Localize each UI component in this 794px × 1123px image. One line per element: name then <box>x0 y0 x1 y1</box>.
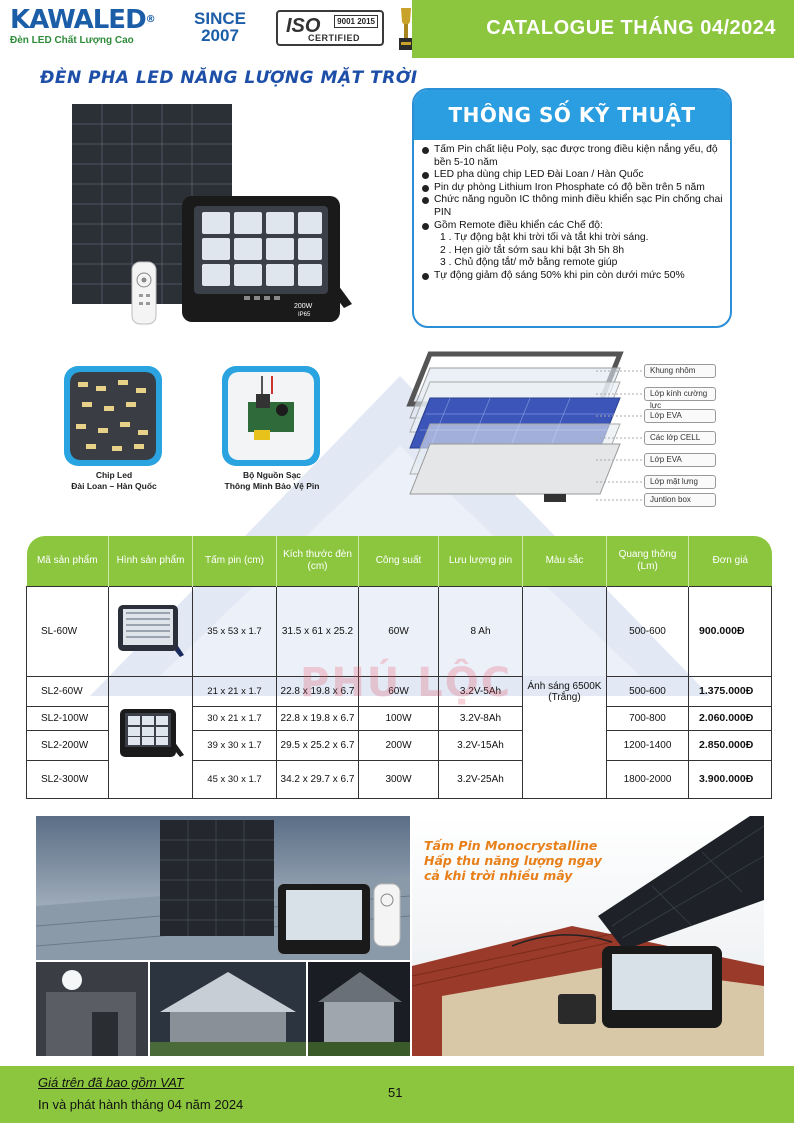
brand-name: KAWALED <box>10 5 147 35</box>
spec-item: Tự động giảm độ sáng 50% khi pin còn dướ… <box>422 270 724 283</box>
page-footer: Giá trên đã bao gồm VAT In và phát hành … <box>0 1066 794 1123</box>
page-header: KAWALED® Đèn LED Chất Lượng Cao SINCE 20… <box>0 0 794 58</box>
price-table: Mã sản phẩm Hình sản phẩm Tấm pin (cm) K… <box>26 536 772 799</box>
photo-house-night-2 <box>150 962 306 1056</box>
layer-label: Lớp EVA <box>644 453 716 467</box>
column-header: Công suất <box>358 536 439 586</box>
column-header: Lưu lượng pin <box>438 536 523 586</box>
iso-label: ISO <box>286 15 321 37</box>
watermark-text: PHÚ LỘC <box>300 660 513 706</box>
feature-smart-charger-caption: Bộ Nguồn Sạc Thông Minh Bảo Vệ Pin <box>224 470 320 491</box>
layer-leader-lines <box>596 370 644 501</box>
layer-label: Lớp mặt lưng <box>644 475 716 489</box>
promo-line: Tấm Pin Monocrystalline <box>424 838 598 853</box>
specs-panel: THÔNG SỐ KỸ THUẬT Tấm Pin chất liệu Poly… <box>412 88 732 328</box>
since-label: SINCE <box>194 9 246 28</box>
brand-tagline: Đèn LED Chất Lượng Cao <box>10 35 134 46</box>
column-header: Quang thông (Lm) <box>606 536 689 586</box>
specs-title: THÔNG SỐ KỸ THUẬT <box>414 90 730 140</box>
since-badge: SINCE 2007 <box>188 10 252 44</box>
spec-item: LED pha dùng chip LED Đài Loan / Hàn Quố… <box>422 169 724 182</box>
brand-registered-mark: ® <box>145 14 156 25</box>
column-header: Màu sắc <box>522 536 607 586</box>
photo-house-night-1 <box>36 962 148 1056</box>
since-year: 2007 <box>201 26 239 45</box>
price-value: 2.850.000Đ <box>688 729 772 761</box>
column-header: Hình sản phẩm <box>108 536 193 586</box>
photo-product-on-roof <box>36 816 410 960</box>
promo-line: cả khi trời nhiều mây <box>424 868 573 883</box>
bullet-icon <box>422 184 429 192</box>
spec-item: Chức năng nguồn IC thông minh điều khiển… <box>422 194 724 219</box>
table-row: SL-60W 35 x 53 x 1.7 31.5 x 61 x 25.2 60… <box>26 585 772 799</box>
remote-control-image <box>131 261 157 325</box>
promo-text: Tấm Pin Monocrystalline Hấp thu năng lượ… <box>424 838 602 883</box>
photo-house-night-3 <box>308 962 410 1056</box>
spec-sub-item: 2 . Hẹn giờ tắt sớm sau khi bật 3h 5h 8h <box>440 244 625 256</box>
column-header: Tấm pin (cm) <box>192 536 277 586</box>
promo-line: Hấp thu năng lượng ngay <box>424 853 602 868</box>
layer-label: Juntion box <box>644 493 716 507</box>
layer-label: Lớp kính cường lực <box>644 387 716 410</box>
iso-standard: 9001 2015 <box>334 15 378 28</box>
table-row: SL2-300W 45 x 30 x 1.7 34.2 x 29.7 x 6.7… <box>26 759 772 799</box>
brand-logo: KAWALED® Đèn LED Chất Lượng Cao <box>10 6 170 46</box>
issue-note: In và phát hành tháng 04 năm 2024 <box>38 1097 244 1112</box>
product-image: 200W IP65 <box>72 104 352 325</box>
bullet-icon <box>422 172 429 180</box>
table-row: SL2-100W 30 x 21 x 1.7 22.8 x 19.8 x 6.7… <box>26 705 772 731</box>
spec-item: Gồm Remote điều khiển các Chế độ: <box>422 220 724 233</box>
feature-chip-led-caption: Chip Led Đài Loan – Hàn Quốc <box>71 470 157 491</box>
layer-label: Khung nhôm <box>644 364 716 378</box>
vat-note: Giá trên đã bao gồm VAT <box>38 1075 184 1090</box>
column-header: Kích thước đèn (cm) <box>276 536 359 586</box>
bullet-icon <box>422 147 429 154</box>
flood-light-image: 200W IP65 <box>182 196 352 322</box>
feature-chip-led <box>64 366 162 466</box>
table-row: SL2-60W 21 x 21 x 1.7 22.8 x 19.8 x 6.7 … <box>26 675 772 799</box>
price-value: 900.000Đ <box>688 585 772 677</box>
column-header: Mã sản phẩm <box>26 536 109 586</box>
price-value: 1.375.000Đ <box>688 675 772 707</box>
column-header: Đơn giá <box>688 536 772 586</box>
catalogue-title: CATALOGUE THÁNG 04/2024 <box>486 17 776 39</box>
trophy-icon <box>399 8 413 50</box>
spec-item: Pin dự phòng Lithium Iron Phosphate có đ… <box>422 182 724 195</box>
product-sl2-thumbnail <box>119 708 184 757</box>
solar-panel-layers-diagram: Khung nhôm Lớp kính cường lực Lớp EVA Cá… <box>400 344 790 524</box>
product-thumbnail-cell <box>108 585 193 677</box>
layer-label: Các lớp CELL <box>644 431 716 445</box>
product-sl-thumbnail <box>117 604 184 657</box>
flood-light-power-label: 200W <box>294 303 313 310</box>
bullet-icon <box>422 222 429 230</box>
feature-smart-charger <box>222 366 320 466</box>
spec-sub-item: 1 . Tự động bật khi trời tối và tắt khi … <box>440 232 649 244</box>
product-thumbnail-cell <box>108 675 193 799</box>
spec-item: Tấm Pin chất liệu Poly, sạc được trong đ… <box>422 144 724 169</box>
bullet-icon <box>422 197 429 205</box>
page-number: 51 <box>388 1085 403 1100</box>
iso-certified-label: CERTIFIED <box>308 33 361 43</box>
header-accent-bar <box>412 0 794 58</box>
flood-light-ip-label: IP65 <box>298 312 311 318</box>
charger-board-image <box>228 372 314 460</box>
chip-led-image <box>70 372 156 460</box>
price-table-wrapper: Mã sản phẩm Hình sản phẩm Tấm pin (cm) K… <box>26 536 772 800</box>
section-title: ĐÈN PHA LED NĂNG LƯỢNG MẶT TRỜI <box>40 68 418 88</box>
bullet-icon <box>422 272 429 280</box>
light-color-cell: Ánh sáng 6500K (Trắng) <box>522 585 607 799</box>
price-value: 2.060.000Đ <box>688 705 772 731</box>
layer-label: Lớp EVA <box>644 409 716 423</box>
table-header-row: Mã sản phẩm Hình sản phẩm Tấm pin (cm) K… <box>26 536 772 586</box>
table-row: SL2-200W 39 x 30 x 1.7 29.5 x 25.2 x 6.7… <box>26 729 772 761</box>
spec-sub-item: 3 . Chủ động tắt/ mở bằng remote giúp <box>440 257 618 269</box>
price-value: 3.900.000Đ <box>688 759 772 799</box>
specs-list: Tấm Pin chất liệu Poly, sạc được trong đ… <box>414 140 730 283</box>
photo-installed-on-house <box>412 816 764 1056</box>
iso-certification-badge: ISO 9001 2015 CERTIFIED <box>276 10 384 46</box>
layer-stack-graphic <box>406 351 624 502</box>
